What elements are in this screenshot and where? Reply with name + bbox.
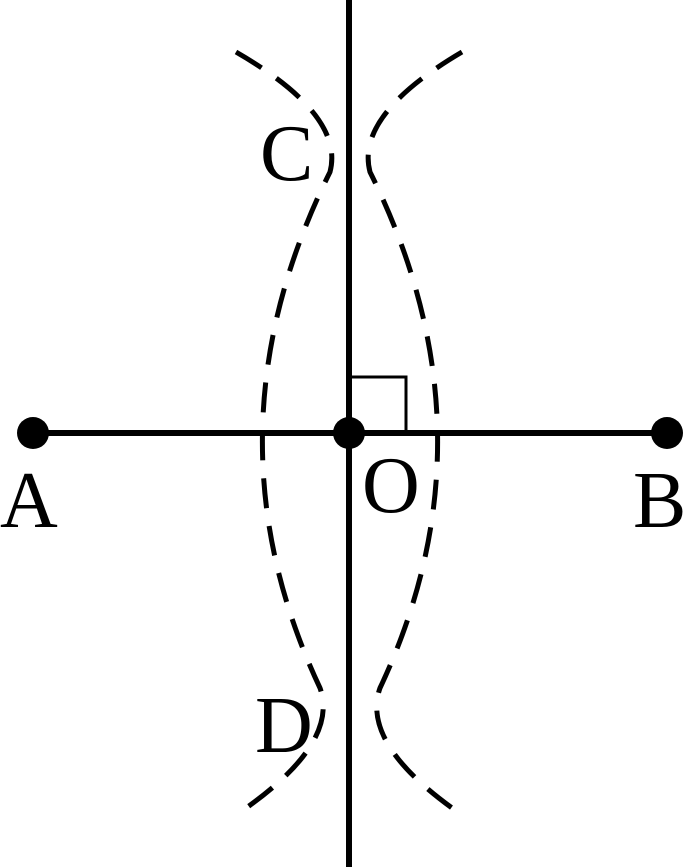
label-a: A [0,457,58,545]
label-c: C [260,110,313,198]
right-construction-arc [365,49,464,818]
label-d: D [255,682,313,770]
point-b [651,417,683,449]
label-b: B [633,457,686,545]
point-a [17,417,49,449]
point-o [333,417,365,449]
label-o: O [362,442,420,530]
right-angle-marker [352,375,408,430]
